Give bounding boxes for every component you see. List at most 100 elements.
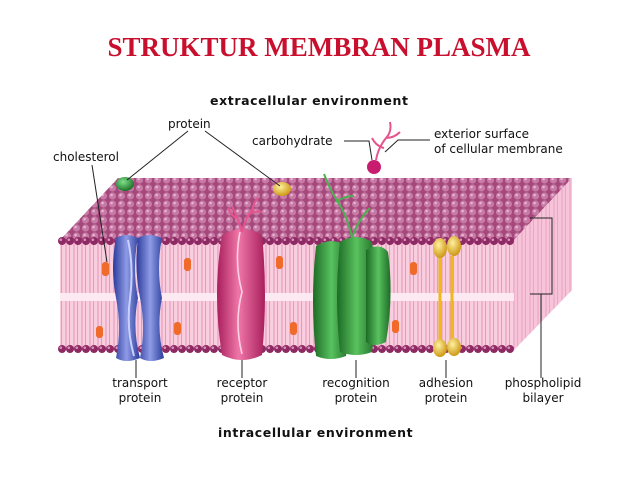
phospholipid-head-highlight xyxy=(499,238,503,241)
phospholipid-head-highlight xyxy=(291,238,295,241)
phospholipid-head xyxy=(66,237,74,245)
phospholipid-head xyxy=(386,345,394,353)
phospholipid-head-highlight xyxy=(331,238,335,241)
phospholipid-head xyxy=(474,237,482,245)
label-receptor-protein: receptor protein xyxy=(216,376,268,405)
phospholipid-head-highlight xyxy=(427,346,431,350)
phospholipid-head xyxy=(298,237,306,245)
phospholipid-head-highlight xyxy=(483,238,487,241)
phospholipid-head xyxy=(290,237,298,245)
phospholipid-head-highlight xyxy=(115,346,119,350)
phospholipid-head-highlight xyxy=(211,346,215,350)
phospholipid-head-highlight xyxy=(467,346,471,350)
phospholipid-head-highlight xyxy=(171,346,175,350)
phospholipid-head xyxy=(482,237,490,245)
phospholipid-head-highlight xyxy=(419,238,423,241)
phospholipid-head xyxy=(74,237,82,245)
phospholipid-head xyxy=(210,345,218,353)
phospholipid-head xyxy=(194,237,202,245)
phospholipid-head xyxy=(466,237,474,245)
leader-lines xyxy=(91,130,553,378)
phospholipid-head-highlight xyxy=(475,346,479,350)
phospholipid-head xyxy=(306,345,314,353)
phospholipid-head xyxy=(282,237,290,245)
phospholipid-head-highlight xyxy=(387,346,391,350)
phospholipid-head-highlight xyxy=(283,346,287,350)
phospholipid-head-highlight xyxy=(299,346,303,350)
phospholipid-head xyxy=(162,345,170,353)
phospholipid-head xyxy=(178,345,186,353)
phospholipid-head-highlight xyxy=(179,238,183,241)
phospholipid-head-highlight xyxy=(195,346,199,350)
carbohydrate-chain xyxy=(367,121,401,174)
phospholipid-head-highlight xyxy=(403,238,407,241)
phospholipid-head xyxy=(402,345,410,353)
phospholipid-head xyxy=(74,345,82,353)
phospholipid-head-highlight xyxy=(83,238,87,241)
phospholipid-head xyxy=(202,345,210,353)
phospholipid-head xyxy=(386,237,394,245)
phospholipid-head-highlight xyxy=(291,346,295,350)
phospholipid-head-highlight xyxy=(507,238,511,241)
phospholipid-head-highlight xyxy=(59,346,63,350)
phospholipid-head xyxy=(506,237,514,245)
phospholipid-head xyxy=(106,237,114,245)
label-cholesterol: cholesterol xyxy=(53,150,119,164)
phospholipid-head-highlight xyxy=(139,346,143,350)
peripheral-proteins xyxy=(116,177,291,196)
phospholipid-head-highlight xyxy=(403,346,407,350)
phospholipid-head-highlight xyxy=(163,346,167,350)
phospholipid-head xyxy=(410,237,418,245)
phospholipid-head xyxy=(186,345,194,353)
cholesterol-molecules xyxy=(96,256,417,338)
transport-protein xyxy=(113,235,164,361)
phospholipid-head xyxy=(498,237,506,245)
phospholipid-head-highlight xyxy=(99,238,103,241)
phospholipid-head xyxy=(402,237,410,245)
phospholipid-head-highlight xyxy=(275,238,279,241)
phospholipid-head xyxy=(466,345,474,353)
phospholipid-head-highlight xyxy=(323,238,327,241)
phospholipid-head-highlight xyxy=(267,346,271,350)
phospholipid-head xyxy=(306,237,314,245)
phospholipid-head-highlight xyxy=(315,238,319,241)
phospholipid-head-highlight xyxy=(67,238,71,241)
label-carbohydrate: carbohydrate xyxy=(252,134,333,148)
phospholipid-head xyxy=(266,345,274,353)
label-adhesion-protein: adhesion protein xyxy=(418,376,474,405)
phospholipid-head-highlight xyxy=(107,238,111,241)
phospholipid-head xyxy=(426,237,434,245)
phospholipid-head-highlight xyxy=(163,238,167,241)
membrane-top-surface xyxy=(60,178,572,240)
phospholipid-head-highlight xyxy=(187,346,191,350)
phospholipid-head xyxy=(90,345,98,353)
phospholipid-head xyxy=(482,345,490,353)
phospholipid-head-highlight xyxy=(395,346,399,350)
phospholipid-head xyxy=(66,345,74,353)
phospholipid-head xyxy=(170,345,178,353)
phospholipid-head xyxy=(298,345,306,353)
label-transport-protein: transport protein xyxy=(112,376,168,405)
phospholipid-head-highlight xyxy=(187,238,191,241)
phospholipid-head-highlight xyxy=(59,238,63,241)
phospholipid-head xyxy=(82,345,90,353)
phospholipid-head-highlight xyxy=(371,238,375,241)
phospholipid-head xyxy=(178,237,186,245)
adhesion-protein xyxy=(433,236,461,357)
phospholipid-head xyxy=(194,345,202,353)
recognition-protein xyxy=(313,173,391,359)
phospholipid-head-highlight xyxy=(499,346,503,350)
label-recognition-protein: recognition protein xyxy=(322,376,390,405)
phospholipid-head xyxy=(506,345,514,353)
label-protein: protein xyxy=(168,117,211,131)
phospholipid-head xyxy=(98,345,106,353)
phospholipid-head-highlight xyxy=(307,238,311,241)
phospholipid-head-highlight xyxy=(267,238,271,241)
phospholipid-head-highlight xyxy=(195,238,199,241)
phospholipid-head xyxy=(498,345,506,353)
phospholipid-head-highlight xyxy=(419,346,423,350)
phospholipid-head-highlight xyxy=(75,346,79,350)
phospholipid-head xyxy=(394,345,402,353)
